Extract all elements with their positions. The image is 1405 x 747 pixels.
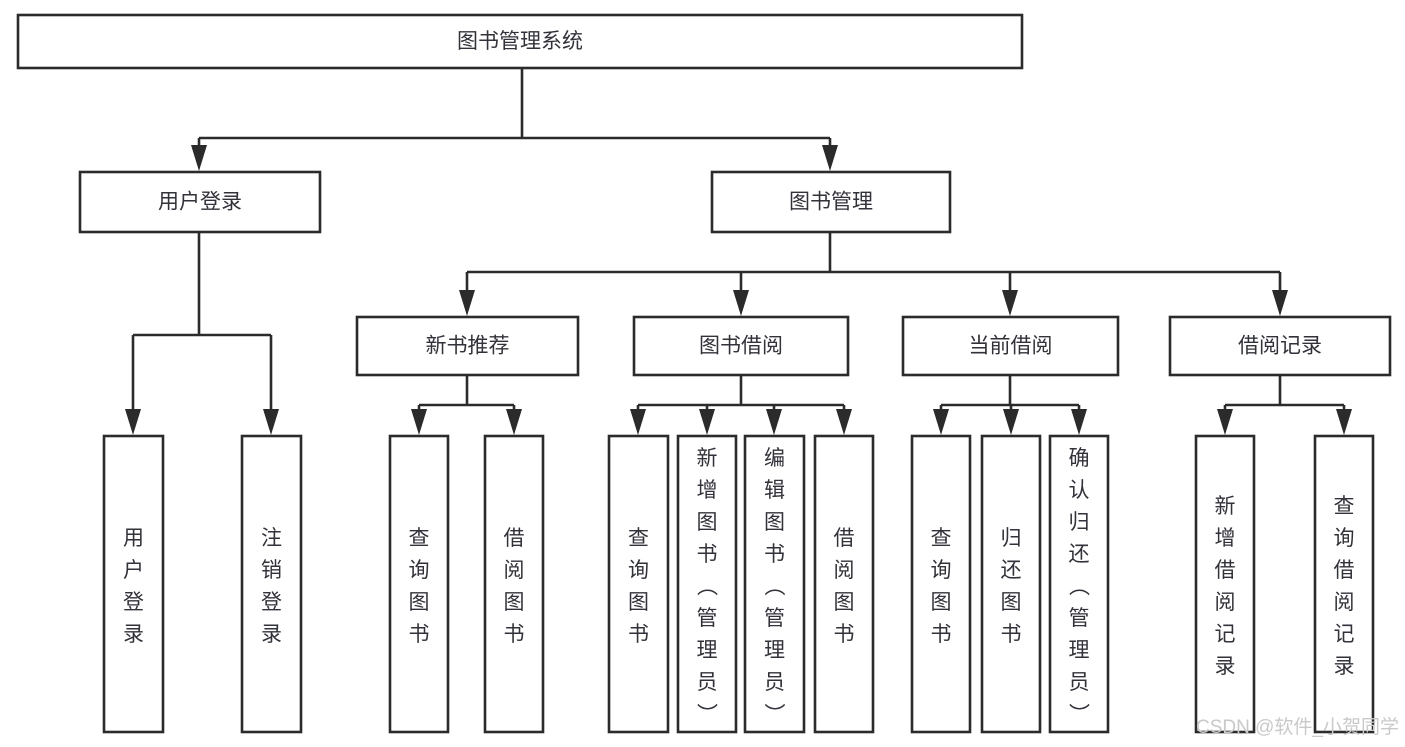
arrow-head-icon: [459, 290, 475, 316]
arrow-head-icon: [836, 409, 852, 435]
node-box[interactable]: [355, 315, 580, 377]
node-label: 编辑图书（管理员）: [764, 447, 786, 726]
node-label: 借阅记录: [1238, 335, 1322, 358]
node-label: 借阅图书: [834, 527, 855, 646]
node-records[interactable]: 借阅记录: [1168, 315, 1392, 377]
node-box[interactable]: [16, 13, 1024, 70]
csdn-watermark: CSDN @软件_小贺同学: [1196, 716, 1399, 738]
node-box[interactable]: [980, 434, 1042, 734]
node-label: 当前借阅: [969, 335, 1053, 358]
node-label: 确认归还（管理员）: [1069, 447, 1091, 726]
connector-layer: [125, 68, 1352, 435]
arrow-head-icon: [1002, 290, 1018, 316]
arrow-head-icon: [263, 409, 279, 435]
arrow-head-icon: [630, 409, 646, 435]
node-box[interactable]: [1313, 434, 1375, 734]
connector-group-newbook: [411, 375, 522, 435]
node-leaf7[interactable]: 编辑图书（管理员）: [743, 434, 806, 734]
node-box[interactable]: [901, 315, 1120, 377]
node-label: 新增借阅记录: [1215, 495, 1236, 678]
node-box[interactable]: [607, 434, 670, 734]
node-leaf2[interactable]: 注销登录: [240, 434, 303, 734]
node-box[interactable]: [1168, 315, 1392, 377]
node-leaf1[interactable]: 用户登录: [102, 434, 165, 734]
arrow-head-icon: [1272, 290, 1288, 316]
node-label: 查询图书: [628, 527, 649, 646]
node-box[interactable]: [78, 170, 322, 234]
connector-group-borrow: [630, 375, 852, 435]
node-label: 用户登录: [158, 191, 242, 214]
node-box[interactable]: [813, 434, 875, 734]
arrow-head-icon: [191, 145, 207, 171]
connector-group-root: [191, 68, 838, 171]
node-current[interactable]: 当前借阅: [901, 315, 1120, 377]
node-label: 查询图书: [931, 527, 952, 646]
arrow-head-icon: [933, 409, 949, 435]
node-leaf3[interactable]: 查询图书: [388, 434, 450, 734]
node-label: 图书借阅: [699, 335, 783, 358]
node-leaf12[interactable]: 新增借阅记录: [1194, 434, 1256, 734]
node-leaf8[interactable]: 借阅图书: [813, 434, 875, 734]
arrow-head-icon: [125, 409, 141, 435]
node-leaf13[interactable]: 查询借阅记录: [1313, 434, 1375, 734]
node-box[interactable]: [910, 434, 972, 734]
node-layer: 图书管理系统用户登录图书管理新书推荐图书借阅当前借阅借阅记录用户登录注销登录查询…: [16, 13, 1392, 734]
node-label: 查询图书: [409, 527, 430, 646]
connector-group-records: [1217, 375, 1352, 435]
arrow-head-icon: [1003, 409, 1019, 435]
arrow-head-icon: [766, 409, 782, 435]
node-box[interactable]: [710, 170, 952, 234]
node-borrow[interactable]: 图书借阅: [632, 315, 850, 377]
arrow-head-icon: [1071, 409, 1087, 435]
node-box[interactable]: [676, 434, 738, 734]
arrow-head-icon: [411, 409, 427, 435]
arrow-head-icon: [1217, 409, 1233, 435]
node-box[interactable]: [743, 434, 806, 734]
node-leaf4[interactable]: 借阅图书: [483, 434, 545, 734]
node-label: 查询借阅记录: [1334, 495, 1355, 678]
arrow-head-icon: [822, 145, 838, 171]
arrow-head-icon: [733, 290, 749, 316]
node-root[interactable]: 图书管理系统: [16, 13, 1024, 70]
connector-group-bookmgmt: [459, 232, 1288, 316]
node-label: 归还图书: [1001, 527, 1022, 646]
node-leaf9[interactable]: 查询图书: [910, 434, 972, 734]
arrow-head-icon: [1336, 409, 1352, 435]
node-bookmgmt[interactable]: 图书管理: [710, 170, 952, 234]
node-box[interactable]: [1048, 434, 1110, 734]
node-box[interactable]: [632, 315, 850, 377]
node-box[interactable]: [1194, 434, 1256, 734]
node-newbook[interactable]: 新书推荐: [355, 315, 580, 377]
node-box[interactable]: [483, 434, 545, 734]
node-leaf6[interactable]: 新增图书（管理员）: [676, 434, 738, 734]
node-label: 注销登录: [261, 527, 282, 646]
arrow-head-icon: [506, 409, 522, 435]
node-box[interactable]: [102, 434, 165, 734]
connector-group-current: [933, 375, 1087, 435]
arrow-head-icon: [699, 409, 715, 435]
node-leaf10[interactable]: 归还图书: [980, 434, 1042, 734]
node-leaf5[interactable]: 查询图书: [607, 434, 670, 734]
node-label: 用户登录: [123, 527, 144, 646]
node-label: 新书推荐: [426, 335, 510, 358]
node-box[interactable]: [240, 434, 303, 734]
node-label: 新增图书（管理员）: [697, 447, 719, 726]
node-box[interactable]: [388, 434, 450, 734]
connector-group-login: [125, 232, 279, 435]
node-label: 借阅图书: [504, 527, 525, 646]
node-leaf11[interactable]: 确认归还（管理员）: [1048, 434, 1110, 734]
node-label: 图书管理: [789, 191, 873, 214]
node-login[interactable]: 用户登录: [78, 170, 322, 234]
node-label: 图书管理系统: [457, 30, 583, 53]
